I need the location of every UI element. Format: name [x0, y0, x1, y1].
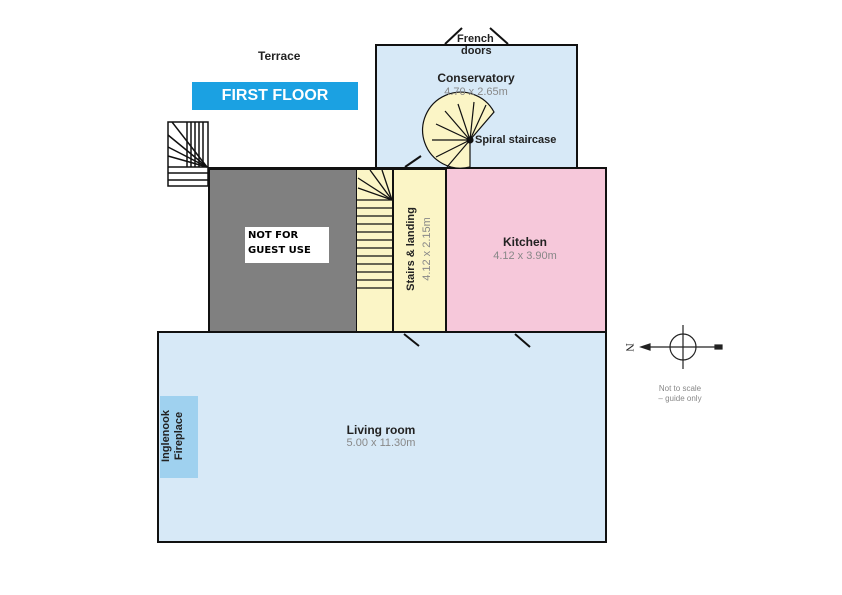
scale-note-2: – guide only: [658, 394, 702, 403]
french-doors-label-2: doors: [461, 45, 492, 57]
inglenook-fireplace: [160, 396, 198, 478]
kitchen: [445, 167, 607, 332]
door-swings: [403, 27, 531, 348]
fireplace-label-1: Inglenook: [160, 410, 172, 462]
compass-icon: [639, 325, 723, 369]
spiral-staircase-label: Spiral staircase: [475, 134, 557, 146]
scale-note-1: Not to scale: [658, 384, 702, 393]
fireplace-label-2: Fireplace: [173, 411, 185, 461]
stairs-landing-size: 4.12 x 2.15m: [421, 217, 433, 281]
not-for-guest-line2: GUEST USE: [248, 245, 311, 256]
not-for-guest-sign: [245, 227, 329, 263]
spiral-staircase: [422, 91, 495, 169]
terrace-label: Terrace: [258, 49, 301, 63]
north-label: N: [622, 343, 637, 352]
floor-title: FIRST FLOOR: [221, 87, 329, 104]
outer-staircase: [167, 121, 209, 187]
french-doors-label: French: [457, 33, 494, 45]
kitchen-name: Kitchen: [502, 235, 547, 249]
living-room-size: 5.00 x 11.30m: [346, 437, 416, 449]
conservatory-size: 4.70 x 2.65m: [444, 86, 508, 98]
stairs-landing-name: Stairs & landing: [405, 207, 417, 291]
living-room-name: Living room: [346, 423, 416, 437]
kitchen-size: 4.12 x 3.90m: [493, 250, 557, 262]
conservatory-name: Conservatory: [437, 71, 515, 85]
internal-staircase: [357, 169, 393, 289]
stairs-landing: [392, 167, 446, 332]
floor-banner: [192, 82, 358, 110]
not-for-guest-line1: NOT FOR: [248, 230, 299, 241]
living-room: [157, 331, 607, 543]
